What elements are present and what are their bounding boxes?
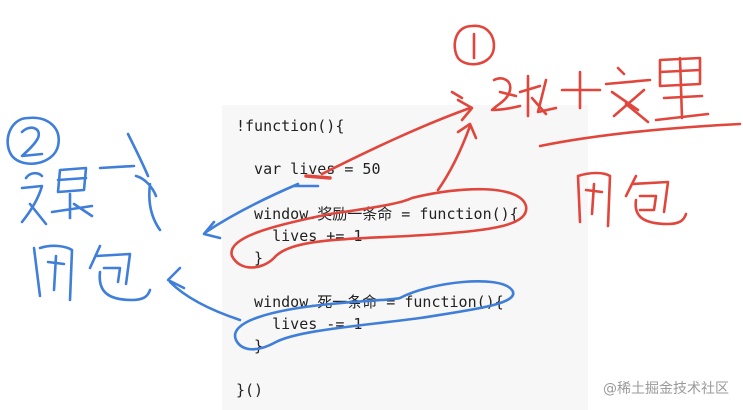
code-line-reward-fn-close: } <box>236 249 264 267</box>
watermark: @稀土掘金技术社区 <box>603 381 729 397</box>
code-panel <box>222 105 588 410</box>
blue-annotation-2 <box>6 116 515 351</box>
code-line-die-fn-close: } <box>236 337 264 355</box>
code-line-die-fn-open: window.死一条命 = function(){ <box>236 293 504 311</box>
code-line-iife-open: !function(){ <box>236 117 345 135</box>
red-lives-underline <box>304 174 332 180</box>
code-line-iife-close: }() <box>236 381 264 399</box>
red-annotation-1 <box>230 24 742 269</box>
